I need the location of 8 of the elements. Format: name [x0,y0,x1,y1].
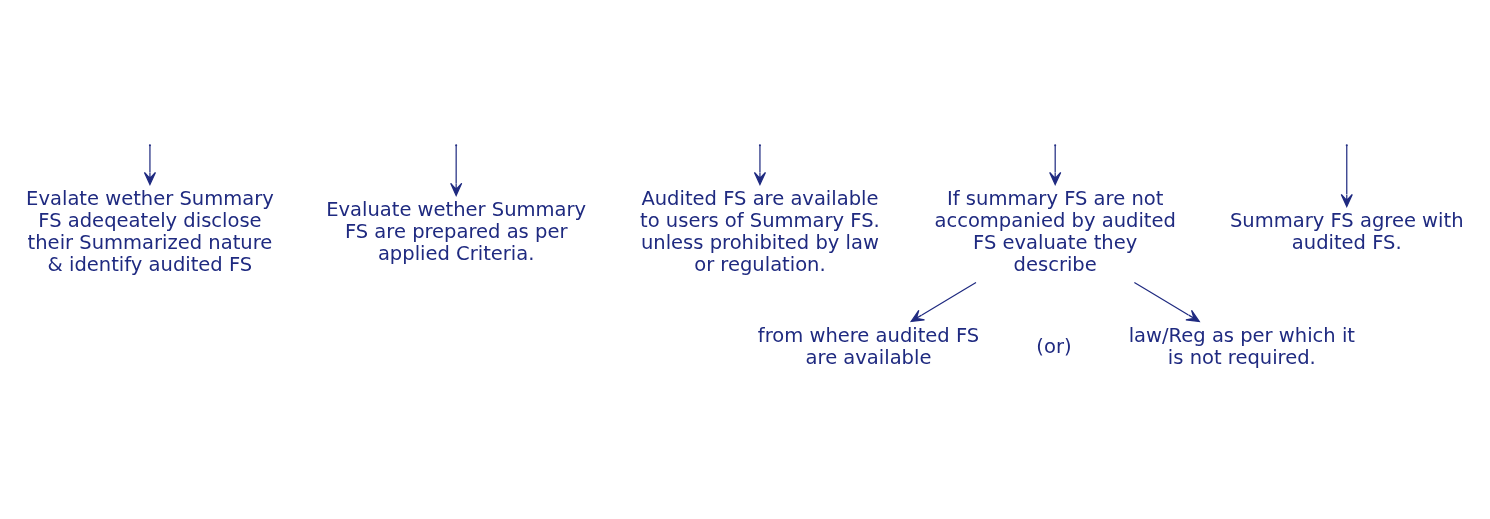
node-text: Audited FS are available to users of Summary FS. unless prohibited by law or regulation. [640,186,880,276]
node-text: Summary FS agree with audited FS. [1229,208,1464,254]
node-text: If summary FS are not accompanied by audited FS evaluate they describe [934,186,1176,276]
node-text: Evaluate wether Summary FS are prepared as per applied Criteria. [326,197,587,265]
node-text: law/Reg as per which it is not required. [1128,323,1355,369]
label: (or) [1036,334,1072,358]
node-text: from where audited FS are available [757,323,980,369]
node-text: Evalate wether Summary FS adeqeately disclose their Summarized nature & identify audited FS [26,186,274,276]
